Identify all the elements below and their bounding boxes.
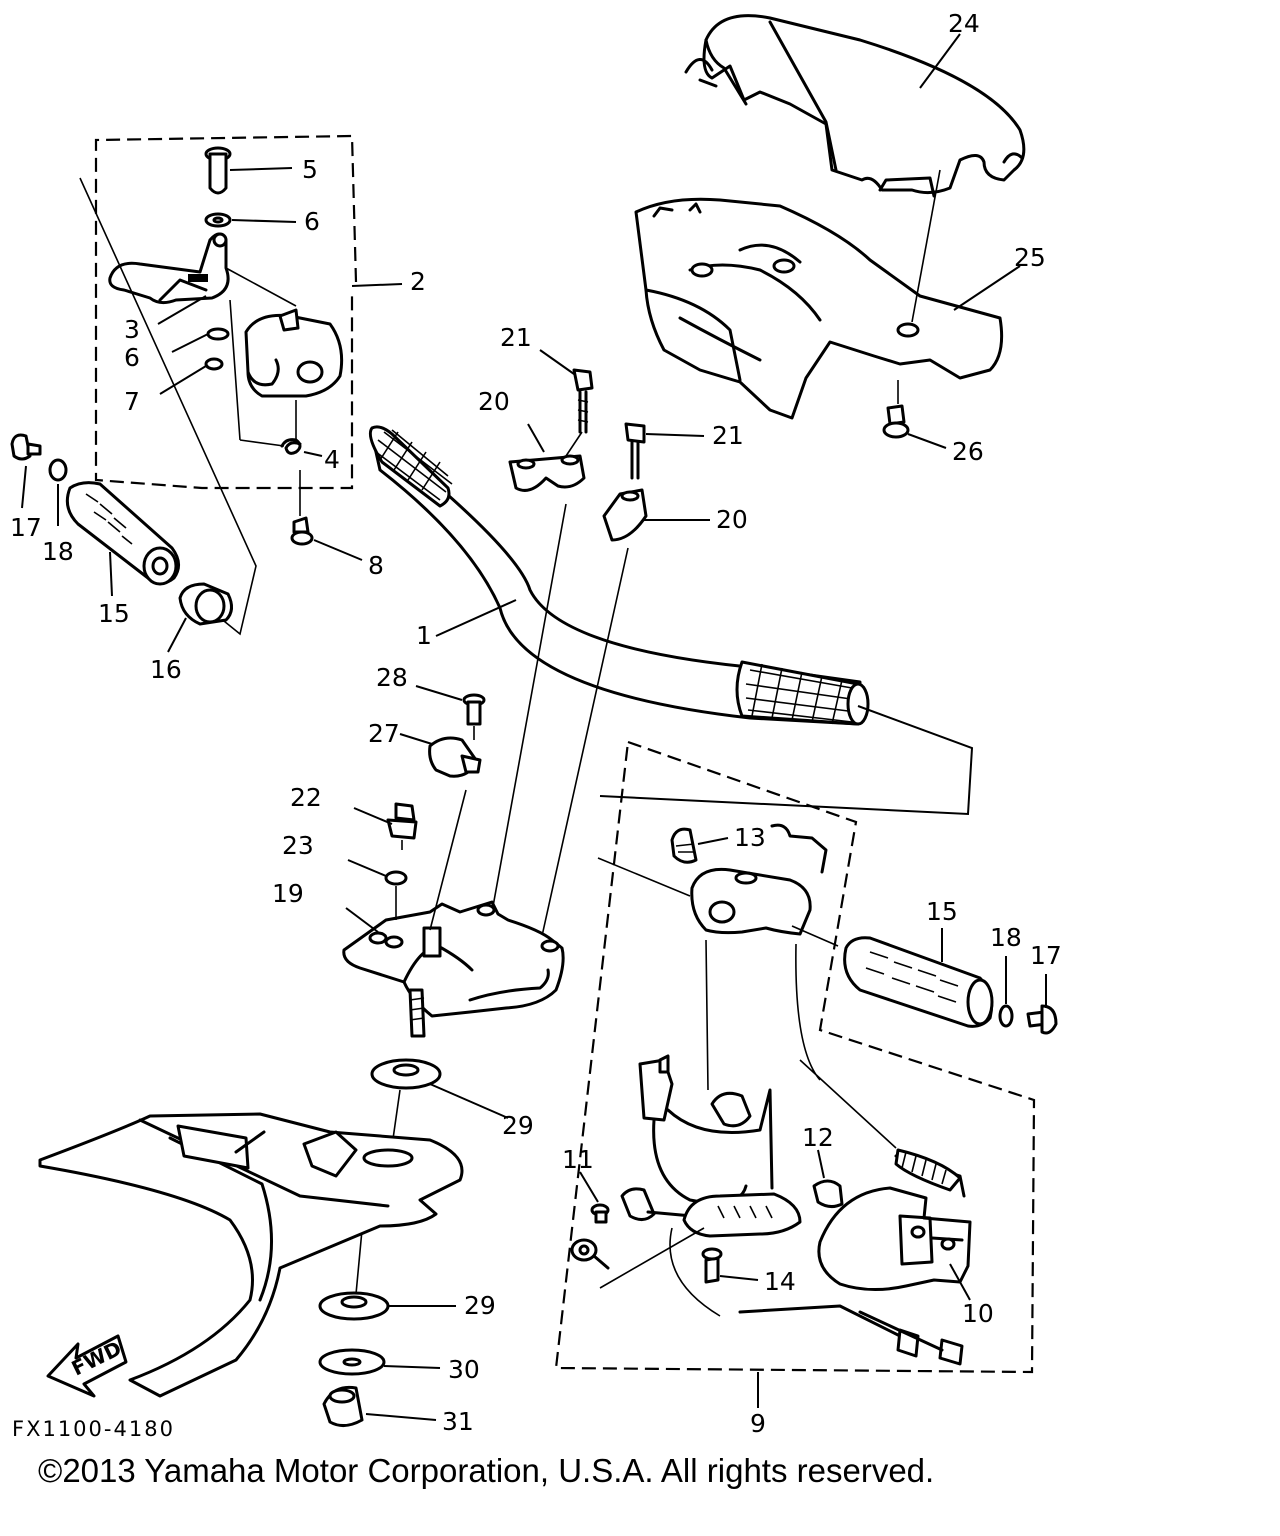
- callout-25: 25: [1014, 243, 1046, 272]
- callout-1: 1: [416, 621, 432, 650]
- throttle-lever: [108, 232, 230, 305]
- left-knurled-grip-section: [375, 429, 453, 501]
- right-knurled-grip-section: [745, 663, 859, 725]
- cable-clamp: [428, 736, 482, 778]
- flat-washer: [318, 1348, 386, 1376]
- washer-right-end: [998, 1004, 1014, 1028]
- callout-6-upper: 6: [304, 207, 320, 236]
- callout-20-right: 20: [716, 505, 748, 534]
- callout-5: 5: [302, 155, 318, 184]
- callout-16: 16: [150, 655, 182, 684]
- switch-knob-spring: [670, 827, 698, 864]
- callout-22: 22: [290, 783, 322, 812]
- upper-clamp-right: [602, 488, 648, 542]
- callout-17-left: 17: [10, 513, 42, 542]
- callout-6-lower: 6: [124, 343, 140, 372]
- callout-9: 9: [750, 1409, 766, 1438]
- clamp-alignment-lines: [491, 431, 629, 937]
- handle-cover-upper: [684, 14, 1026, 198]
- cover-fastener-guide: [911, 169, 941, 323]
- diagram-code: FX1100-4180: [12, 1417, 175, 1441]
- callout-15-right: 15: [926, 897, 958, 926]
- callout-19: 19: [272, 879, 304, 908]
- callout-23: 23: [282, 831, 314, 860]
- washer-left-end: [48, 458, 68, 482]
- callout-21-right: 21: [712, 421, 744, 450]
- callout-29-upper: 29: [502, 1111, 534, 1140]
- callout-24: 24: [948, 9, 980, 38]
- callout-14: 14: [764, 1267, 796, 1296]
- callout-21-left: 21: [500, 323, 532, 352]
- callout-26: 26: [952, 437, 984, 466]
- switch-unit-wiring: [599, 1054, 802, 1317]
- fwd-arrow: FWD: [46, 1334, 128, 1398]
- upper-clamp-left: [508, 454, 586, 492]
- washer-upper: [204, 212, 232, 228]
- callout-8: 8: [368, 551, 384, 580]
- switch-assembly-box: [554, 740, 1036, 1374]
- callout-10: 10: [962, 1299, 994, 1328]
- throttle-pivot-guide: [225, 267, 297, 447]
- callout-18-left: 18: [42, 537, 74, 566]
- cable-screw-11: [590, 1203, 610, 1224]
- switch-screw-14: [701, 1247, 723, 1284]
- grommet-lower: [318, 1291, 390, 1321]
- cable-ring-terminal: [570, 1238, 610, 1270]
- copyright-notice: ©2013 Yamaha Motor Corporation, U.S.A. A…: [38, 1452, 935, 1489]
- throttle-housing: [244, 308, 344, 398]
- callout-12: 12: [802, 1123, 834, 1152]
- callout-30: 30: [448, 1355, 480, 1384]
- clamp-screw: [429, 693, 486, 931]
- housing-screw: [290, 470, 314, 546]
- cover-screw: [882, 380, 910, 439]
- screw-left-end: [10, 433, 42, 461]
- callout-29-lower: 29: [464, 1291, 496, 1320]
- deck-hull-section: [38, 1112, 464, 1398]
- callout-2: 2: [410, 267, 426, 296]
- washer-lower: [206, 327, 230, 341]
- callout-18-right: 18: [990, 923, 1022, 952]
- switch-grommet-12: [812, 1179, 844, 1209]
- grease-nipple: [386, 802, 418, 850]
- return-spring: [280, 400, 302, 455]
- throttle-assembly-box: [94, 134, 358, 490]
- grommet-upper: [370, 1058, 442, 1090]
- callout-17-right: 17: [1030, 941, 1062, 970]
- callout-27: 27: [368, 719, 400, 748]
- switch-housing: [597, 823, 839, 1091]
- left-grip: [65, 481, 180, 586]
- nipple-washer: [384, 870, 408, 886]
- right-grip: [843, 936, 994, 1028]
- callout-4: 4: [324, 445, 340, 474]
- handle-base-plate: [342, 900, 565, 1038]
- callout-13: 13: [734, 823, 766, 852]
- callout-3: 3: [124, 315, 140, 344]
- clamp-bolt-left: [572, 368, 594, 434]
- handlebar: [368, 425, 974, 816]
- switch-cover-10: [795, 943, 972, 1292]
- callout-28: 28: [376, 663, 408, 692]
- callout-15-left: 15: [98, 599, 130, 628]
- circlip: [204, 357, 224, 371]
- callout-20-left: 20: [478, 387, 510, 416]
- left-collar: [178, 582, 233, 626]
- callout-11: 11: [562, 1145, 594, 1174]
- callout-31: 31: [442, 1407, 474, 1436]
- screw-right-end: [1026, 1004, 1058, 1035]
- clamp-bolt-right: [624, 422, 646, 480]
- handle-cover-lower: [634, 197, 1004, 420]
- pivot-bolt: [204, 146, 232, 195]
- cap-nut: [322, 1385, 364, 1427]
- switch-cable-plug: [738, 1304, 964, 1366]
- callout-7: 7: [124, 387, 140, 416]
